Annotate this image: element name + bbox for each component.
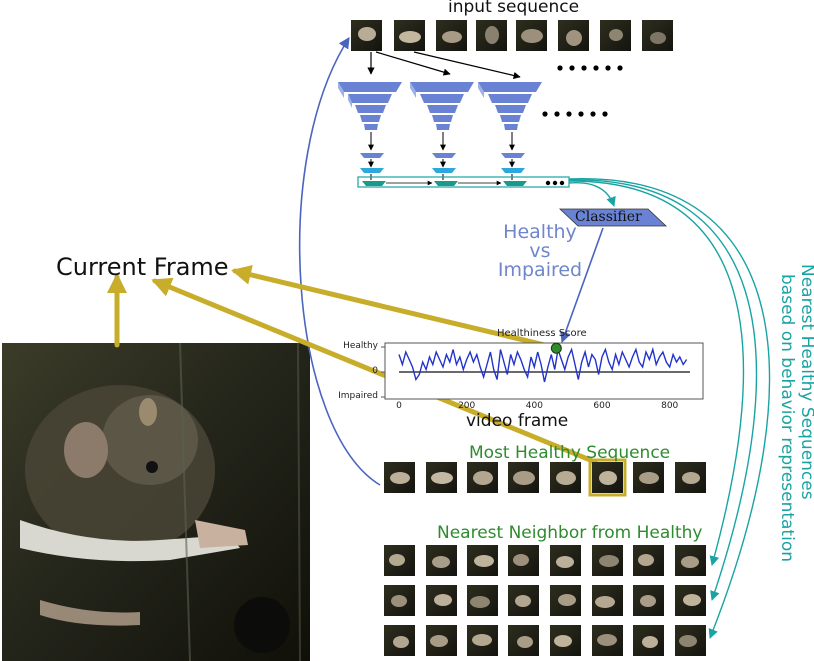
chart-frame bbox=[384, 342, 704, 400]
healthy-word: Healthy bbox=[503, 221, 577, 243]
most-healthy-thumbnails bbox=[384, 458, 706, 497]
cnn-stack-2 bbox=[410, 82, 474, 130]
neighbor-thumbnail-paw bbox=[517, 636, 533, 648]
chart-highlight-point bbox=[550, 342, 562, 354]
neighbor-thumbnail-paw bbox=[679, 635, 697, 647]
side-caption-line-1: Nearest Healthy Sequences bbox=[797, 264, 814, 500]
neighbor-thumbnail-paw bbox=[638, 554, 654, 566]
chart-series-line-0 bbox=[398, 346, 688, 383]
neighbor-thumbnail-paw bbox=[558, 594, 576, 606]
neighbor-thumbnail-paw bbox=[393, 636, 409, 648]
input-sequence-label: input sequence bbox=[448, 0, 580, 17]
neighbor-thumbnail-paw bbox=[554, 635, 572, 647]
side-caption: Nearest Healthy Sequences based on behav… bbox=[777, 264, 814, 564]
gold-arrows bbox=[107, 264, 598, 465]
chart-y-tick-label: 0 bbox=[372, 366, 378, 376]
impaired-word: Impaired bbox=[497, 259, 583, 281]
nearest-neighbor-grid bbox=[384, 545, 706, 656]
neighbor-thumbnail-paw bbox=[642, 636, 658, 648]
cnn-stack-1 bbox=[338, 82, 402, 130]
chart-x-tick-label: 200 bbox=[458, 401, 476, 411]
cnn-stack-3 bbox=[478, 82, 542, 130]
neighbor-thumbnail-paw bbox=[474, 555, 494, 567]
neighbor-thumbnail-paw bbox=[432, 556, 450, 568]
chart-x-tick-label: 800 bbox=[661, 401, 679, 411]
healthiness-chart bbox=[381, 342, 704, 400]
neighbor-thumbnail-paw bbox=[513, 554, 529, 566]
classifier-label: Classifier bbox=[575, 209, 642, 225]
neighbor-thumbnail-paw bbox=[472, 634, 492, 646]
chart-title: Healthiness Score bbox=[497, 328, 587, 339]
selected-frame-highlight bbox=[588, 458, 627, 497]
chart-x-tick-label: 0 bbox=[396, 401, 402, 411]
chart-xlabel: video frame bbox=[466, 411, 569, 431]
neighbor-thumbnail-paw bbox=[683, 594, 701, 606]
neighbor-thumbnail-paw bbox=[640, 595, 656, 607]
input-to-network-arrows bbox=[367, 51, 521, 80]
neighbor-thumbnail-paw bbox=[681, 556, 699, 568]
chart-series bbox=[398, 346, 688, 383]
current-frame-photo bbox=[2, 342, 310, 661]
neighbor-thumbnail-paw bbox=[556, 556, 574, 568]
neighbor-thumbnail-paw bbox=[470, 596, 490, 608]
neighbor-thumbnail-paw bbox=[597, 634, 617, 646]
current-frame-label: Current Frame bbox=[56, 253, 229, 281]
nearest-neighbor-label: Nearest Neighbor from Healthy bbox=[437, 523, 703, 543]
neighbor-thumbnail-paw bbox=[599, 555, 619, 567]
side-caption-line-2: based on behavior representation bbox=[777, 274, 797, 562]
classifier-box bbox=[558, 208, 668, 227]
neighbor-thumbnail-paw bbox=[515, 595, 531, 607]
teal-arrows bbox=[568, 178, 771, 639]
chart-x-tick-label: 400 bbox=[525, 401, 543, 411]
feature-layers bbox=[360, 132, 525, 180]
input-sequence-thumbnails bbox=[351, 20, 673, 51]
most-healthy-sequence-label: Most Healthy Sequence bbox=[469, 443, 671, 463]
vs-word: vs bbox=[529, 240, 551, 262]
neighbor-thumbnail-paw bbox=[430, 635, 448, 647]
neighbor-thumbnail-paw bbox=[391, 595, 407, 607]
chart-x-tick-label: 600 bbox=[593, 401, 611, 411]
continuation-dots bbox=[542, 65, 623, 117]
recurrent-row bbox=[357, 176, 570, 188]
chart-y-tick-label: Healthy bbox=[343, 341, 378, 351]
chart-y-tick-label: Impaired bbox=[338, 391, 378, 401]
neighbor-thumbnail-paw bbox=[434, 594, 452, 606]
healthy-vs-impaired-label: Healthy vs Impaired bbox=[492, 223, 588, 280]
neighbor-thumbnail-paw bbox=[595, 596, 615, 608]
neighbor-thumbnail-paw bbox=[389, 554, 405, 566]
